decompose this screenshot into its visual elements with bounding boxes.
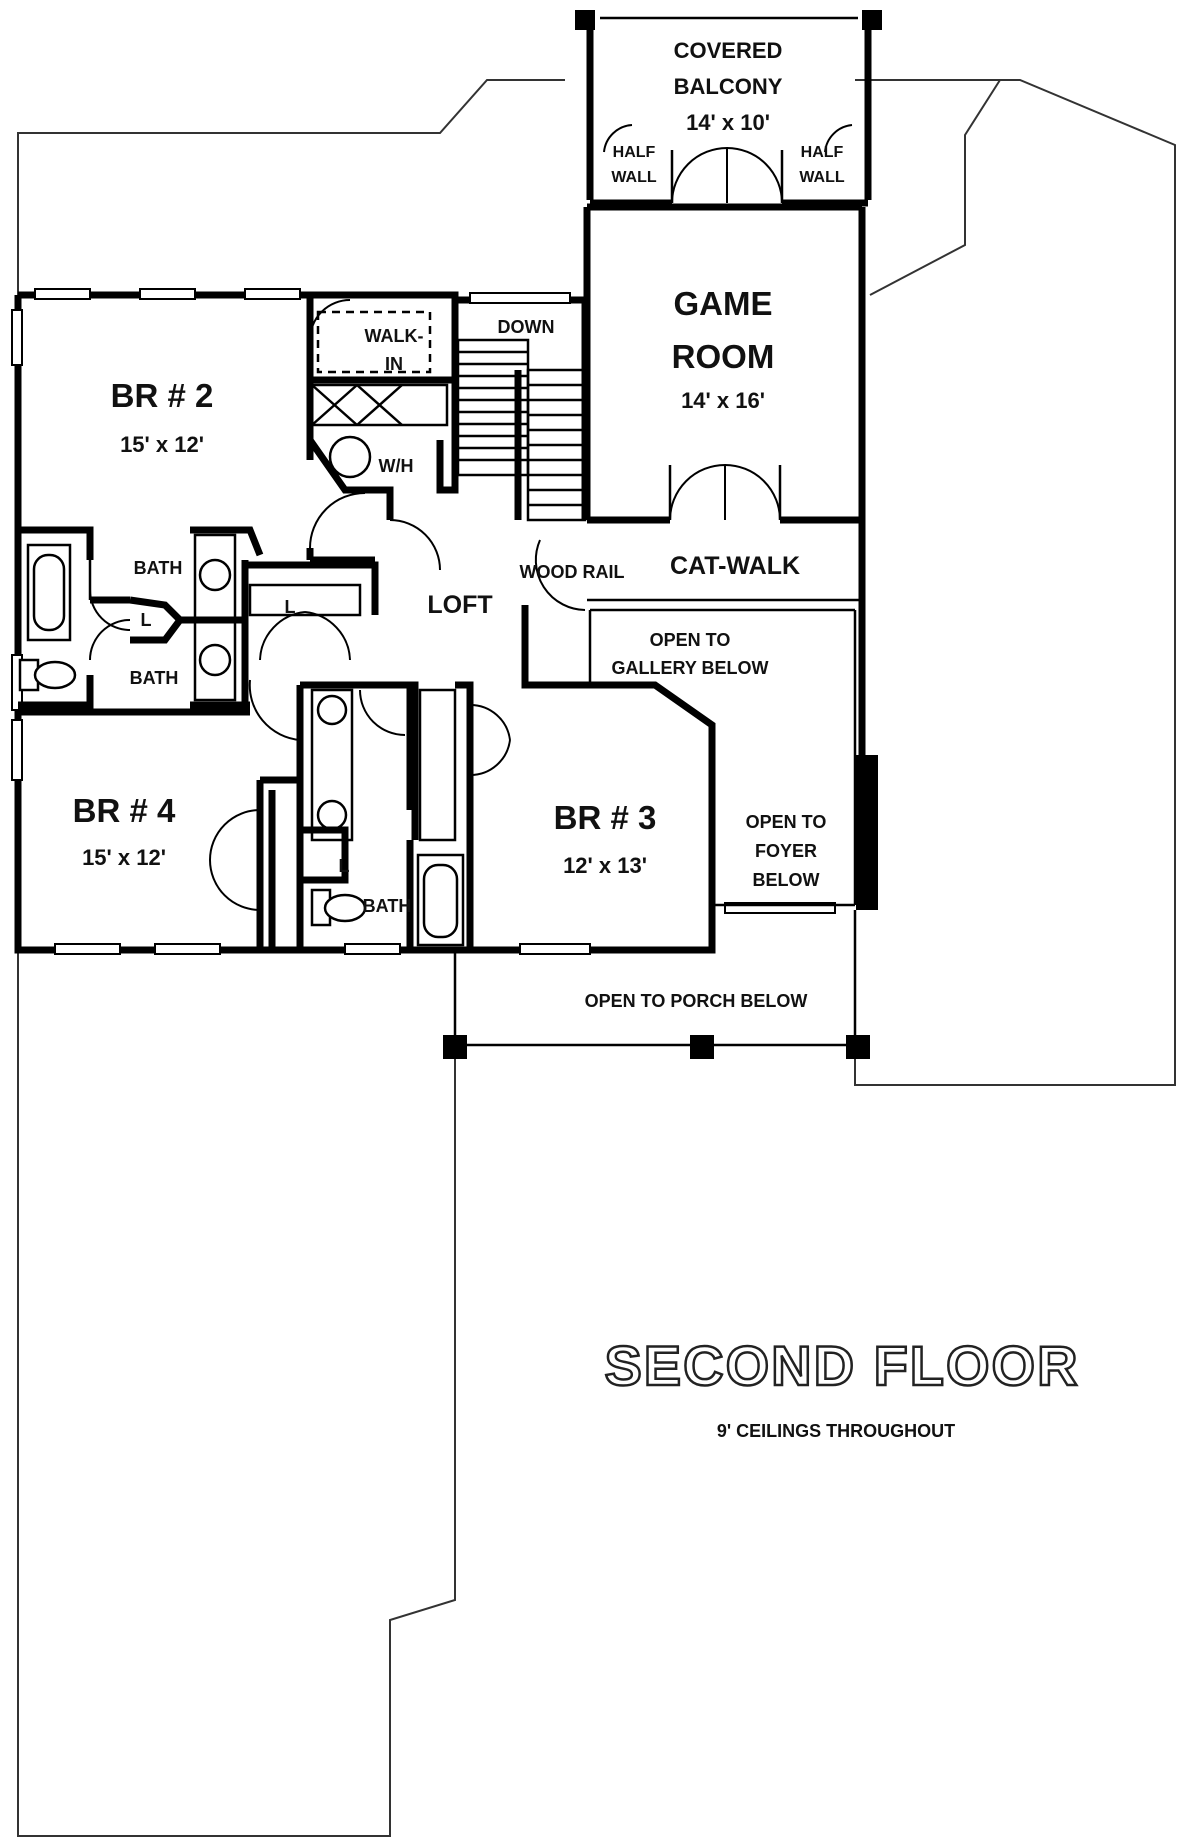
open-porch <box>443 910 870 1059</box>
walk-in-label-2: IN <box>385 354 403 374</box>
linen-3-label: L <box>339 856 350 876</box>
open-foyer-label-2: FOYER <box>755 841 817 861</box>
game-room-size: 14' x 16' <box>681 388 765 413</box>
half-wall-right-1: HALF <box>801 144 844 161</box>
windows <box>11 288 836 955</box>
br3-label: BR # 3 <box>554 799 657 836</box>
br4-bath-walls <box>18 681 511 950</box>
wood-rail-label: WOOD RAIL <box>520 562 625 582</box>
left-baths <box>18 526 264 709</box>
open-porch-label: OPEN TO PORCH BELOW <box>585 991 808 1011</box>
br2-label: BR # 2 <box>111 377 214 414</box>
plan-title: SECOND FLOOR <box>604 1334 1079 1397</box>
stairs-down-label: DOWN <box>498 317 555 337</box>
game-room-label-2: ROOM <box>672 338 775 375</box>
br4-size: 15' x 12' <box>82 845 166 870</box>
bath-br4-label: BATH <box>363 896 412 916</box>
bath-upper-label: BATH <box>134 558 183 578</box>
br4-label: BR # 4 <box>73 792 176 829</box>
first-floor-outline <box>17 79 1176 1837</box>
half-wall-right-2: WALL <box>799 169 845 186</box>
open-gallery-label-1: OPEN TO <box>650 630 731 650</box>
linen-2-label: L <box>285 597 296 617</box>
bath-lower-label: BATH <box>130 668 179 688</box>
game-room-label-1: GAME <box>674 285 773 322</box>
walk-in-label-1: WALK- <box>365 326 424 346</box>
balcony-label-2: BALCONY <box>674 74 783 99</box>
water-heater-label: W/H <box>379 456 414 476</box>
balcony-size: 14' x 10' <box>686 110 770 135</box>
open-foyer-label-3: BELOW <box>753 870 820 890</box>
loft-label: LOFT <box>427 591 492 619</box>
br2-closets <box>306 295 459 571</box>
room-labels: COVERED BALCONY 14' x 10' HALF WALL HALF… <box>73 38 845 1011</box>
covered-balcony <box>575 10 882 207</box>
balcony-label-1: COVERED <box>674 38 783 63</box>
br2-size: 15' x 12' <box>120 432 204 457</box>
stairs <box>456 338 587 522</box>
linen-1-label: L <box>141 610 152 630</box>
loft-linen <box>245 561 379 741</box>
open-gallery-label-2: GALLERY BELOW <box>612 658 769 678</box>
half-wall-left-1: HALF <box>613 144 656 161</box>
br3-size: 12' x 13' <box>563 853 647 878</box>
plan-subtitle: 9' CEILINGS THROUGHOUT <box>717 1421 955 1441</box>
game-room-walls <box>534 463 878 910</box>
half-wall-left-2: WALL <box>611 169 657 186</box>
cat-walk-label: CAT-WALK <box>670 552 800 580</box>
open-foyer-label-1: OPEN TO <box>746 812 827 832</box>
